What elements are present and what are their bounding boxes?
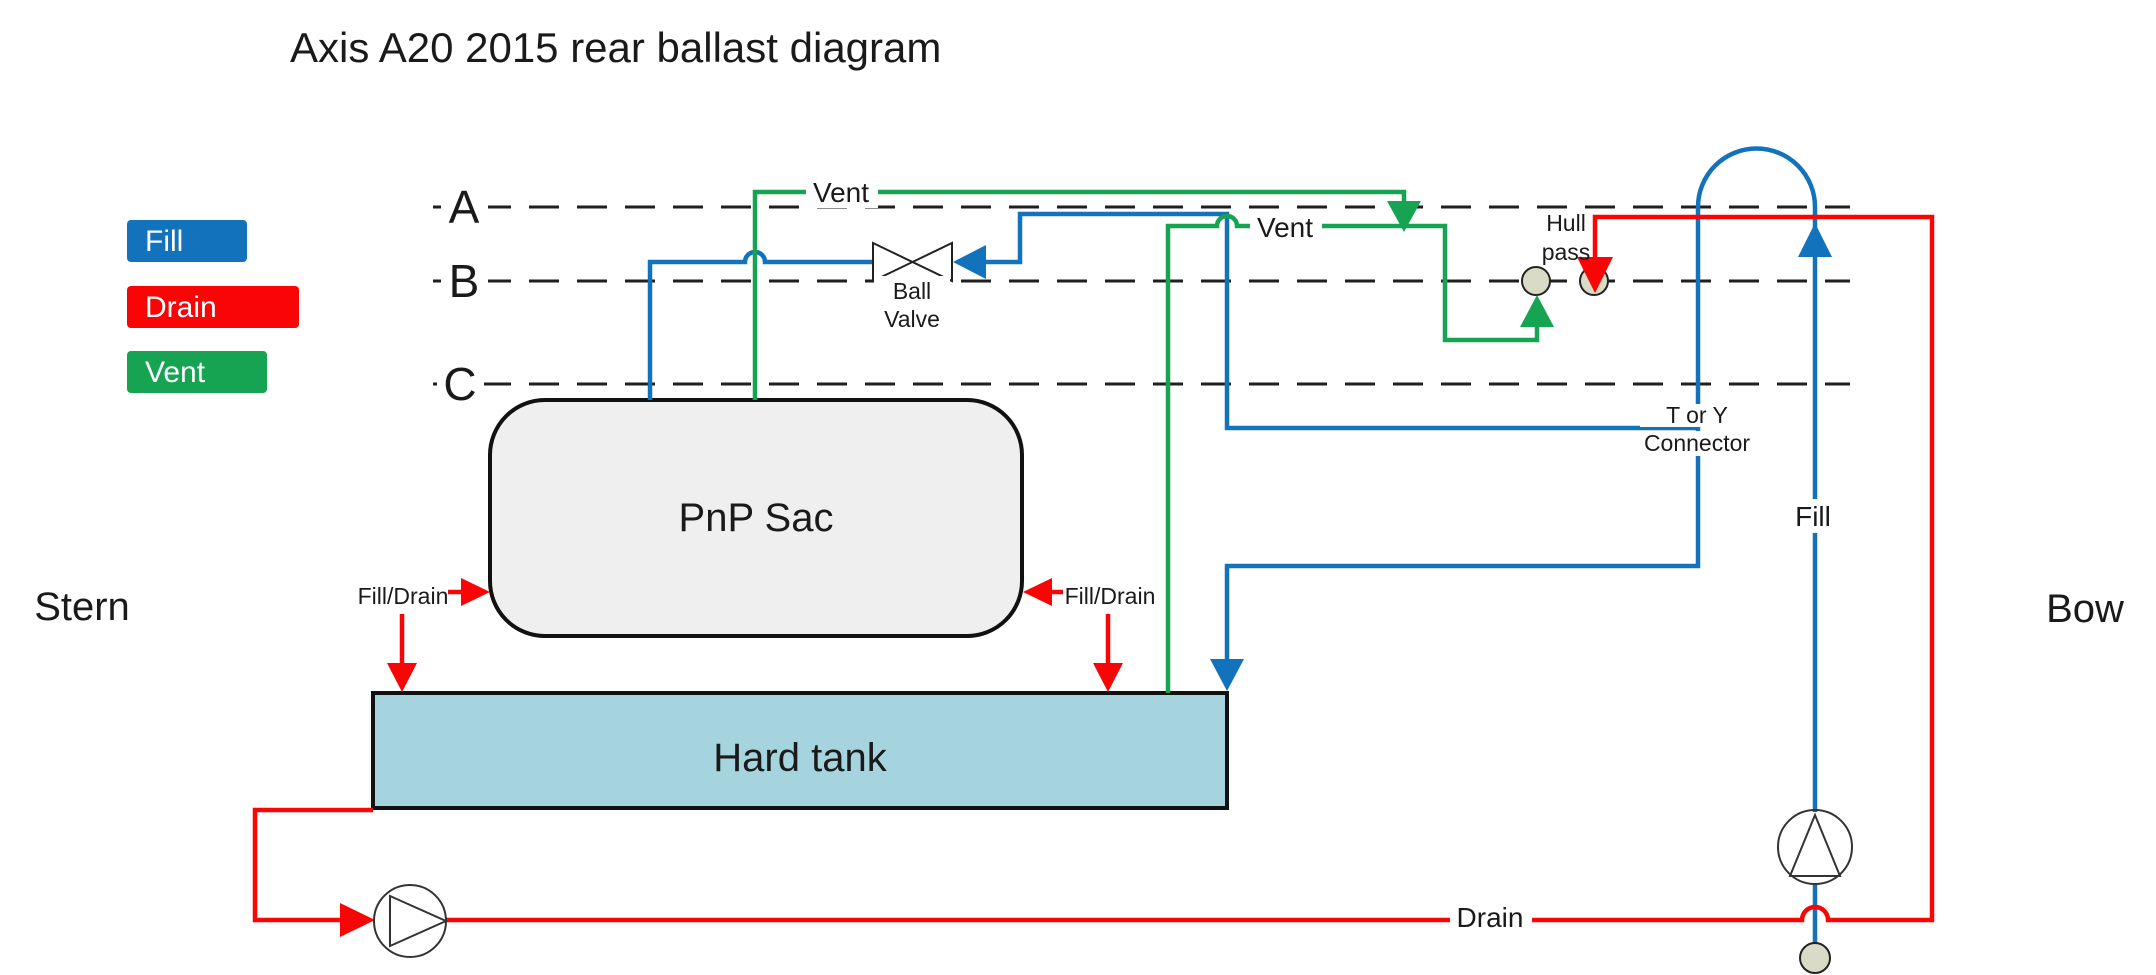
legend-fill-label: Fill [145, 225, 183, 258]
waterline-c-label: C [443, 358, 476, 410]
vent-arrowhead-join [1387, 201, 1421, 232]
ball-valve-label-line2: Valve [884, 306, 940, 332]
vent-pipe-sac [752, 189, 1407, 400]
waterline-b-label: B [449, 255, 480, 307]
drain-label-bg [1450, 900, 1532, 934]
connector-label-line2: Connector [1644, 430, 1750, 456]
page-title: Axis A20 2015 rear ballast diagram [290, 24, 941, 71]
vent-pipe-tank [1165, 213, 1540, 693]
fill-drain-left-label: Fill/Drain [358, 583, 449, 609]
drain-arrowhead-hull [1577, 257, 1613, 293]
hard-tank-label: Hard tank [713, 736, 887, 780]
vent-thru-hull-fitting [1521, 266, 1551, 296]
legend: Fill Drain Vent [127, 220, 299, 393]
fill-pipe-riser-loop [1224, 146, 1818, 812]
vent-arrowhead-hull [1520, 295, 1554, 327]
fill-arrowhead-riser-up [1798, 223, 1832, 257]
hard-tank-shape [371, 691, 1229, 810]
bow-label: Bow [2046, 587, 2124, 631]
ball-valve-label-line1: Ball [893, 278, 931, 304]
ball-valve-icon [872, 241, 953, 283]
stern-label: Stern [34, 585, 130, 629]
drain-pipe-pump-to-hull [446, 214, 1935, 923]
fill-pipe-sac [647, 249, 873, 400]
hull-pass-label-line1: Hull [1546, 210, 1586, 236]
waterline-a-label-bg [441, 183, 488, 230]
drain-pump-impeller-icon [389, 894, 449, 948]
connector-label1-bg [1640, 404, 1754, 427]
fill-drain-right-arrowhead [1023, 578, 1052, 606]
fill-arrowhead-into-tank [1210, 659, 1244, 691]
fill-riser-label: Fill [1795, 501, 1831, 532]
fill-drain-right-down-arrowhead [1093, 663, 1123, 692]
connector-label2-bg [1633, 431, 1763, 456]
intake-thru-hull-fitting [1799, 942, 1831, 974]
legend-vent-swatch [127, 351, 267, 393]
waterline-c-label-bg [437, 360, 484, 407]
vent-tank-label-bg [1250, 210, 1322, 244]
pnp-sac-label: PnP Sac [679, 496, 834, 540]
legend-fill-swatch [127, 220, 247, 262]
hull-pass-label-line2: pass [1542, 239, 1591, 265]
legend-vent-label: Vent [145, 356, 206, 389]
fill-arrowhead-into-valve [953, 245, 986, 279]
legend-drain-swatch [127, 286, 299, 328]
drain-arrowhead-into-pump [340, 903, 375, 937]
fill-pipe-valve-to-connector [985, 211, 1698, 431]
drain-line-label: Drain [1457, 902, 1524, 933]
legend-drain-label: Drain [145, 291, 217, 324]
ball-valve-label-bg [874, 276, 950, 334]
drain-pipe-tank-to-pump [252, 807, 373, 923]
vent-sac-label: Vent [813, 177, 869, 208]
fill-drain-left-arrowhead [461, 578, 490, 606]
fill-label-bg [1789, 499, 1837, 533]
waterline-b-label-bg [441, 257, 488, 304]
drain-pump-body [373, 884, 447, 958]
vent-sac-label-bg [806, 174, 878, 208]
connector-label-line1: T or Y [1666, 402, 1728, 428]
fill-drain-right-label: Fill/Drain [1065, 583, 1156, 609]
waterline-a-label: A [449, 181, 480, 233]
fill-pump-impeller-icon [1788, 812, 1842, 877]
fill-pump-body [1777, 809, 1853, 885]
vent-tank-label: Vent [1257, 212, 1313, 243]
fill-drain-left-down-arrowhead [387, 663, 417, 692]
